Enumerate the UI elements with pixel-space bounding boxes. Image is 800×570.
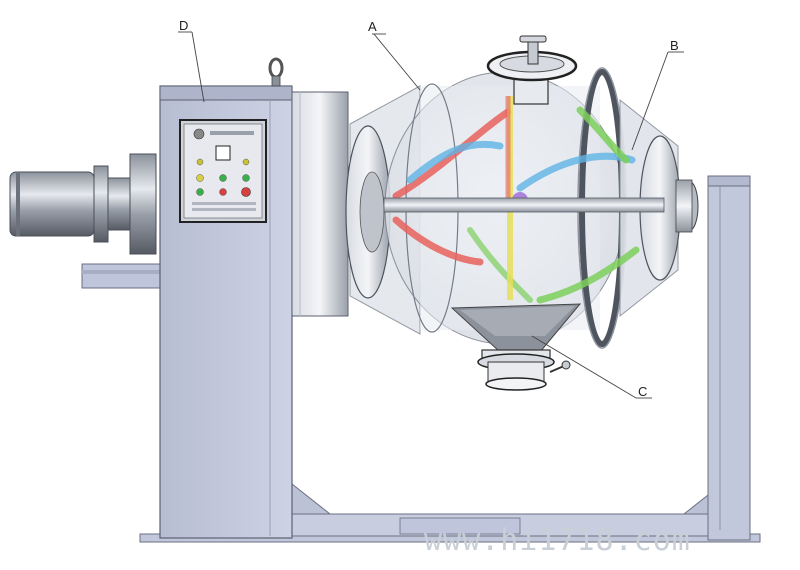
watermark-text: www.hi1718.com [424,523,691,558]
label-a: A [368,19,377,34]
callout-leaders [178,31,684,399]
drive-motor [9,153,157,255]
label-d: D [179,18,188,33]
right-support-column [707,175,751,541]
label-c: C [638,384,647,399]
label-b: B [670,38,679,53]
lifting-eye-icon [268,57,284,87]
discharge-outlet [450,303,582,391]
mixing-vessel [345,50,699,349]
hand-wheel-icon [519,35,547,65]
motor-bracket [81,263,161,289]
control-panel-icon [179,119,267,223]
